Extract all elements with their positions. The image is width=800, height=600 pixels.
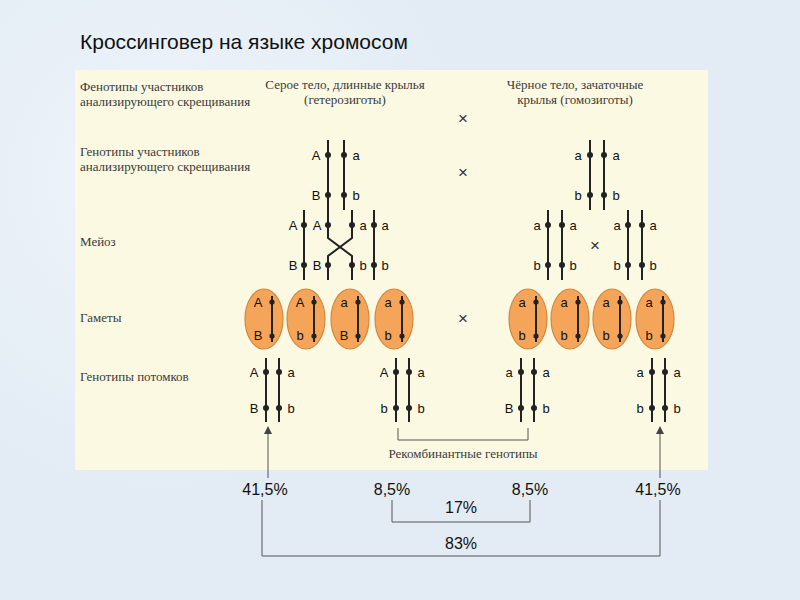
allele-letter: a: [602, 296, 609, 309]
allele-letter: a: [613, 219, 620, 232]
slide-title: Кроссинговер на языке хромосом: [80, 30, 408, 54]
cross-sign: ×: [590, 237, 600, 254]
allele-letter: a: [645, 296, 652, 309]
gamete-cell: aB: [330, 288, 370, 350]
row-label: Гаметы: [80, 311, 260, 326]
allele-letter: b: [533, 259, 540, 272]
allele-letter: A: [289, 219, 298, 232]
phenotype-header: Серое тело, длинные крылья (гетерозиготы…: [265, 78, 425, 108]
row-label: Генотипы участников анализирующего скрещ…: [80, 145, 260, 175]
allele-letter: A: [313, 219, 322, 232]
allele-letter: A: [312, 149, 321, 162]
allele-letter: b: [613, 259, 620, 272]
allele-letter: B: [505, 402, 514, 415]
allele-letter: B: [340, 329, 349, 342]
allele-letter: b: [518, 329, 525, 342]
allele-letter: a: [560, 296, 567, 309]
row-label: Мейоз: [80, 235, 260, 250]
gamete-cell: ab: [508, 288, 548, 350]
allele-letter: a: [569, 219, 576, 232]
allele-letter: b: [574, 189, 581, 202]
allele-letter: a: [636, 366, 643, 379]
allele-letter: b: [381, 259, 388, 272]
percentage-label: 83%: [442, 535, 480, 553]
allele-letter: b: [560, 329, 567, 342]
cross-sign: ×: [458, 110, 468, 127]
percentage-label: 41,5%: [632, 481, 683, 499]
cross-sign: ×: [458, 310, 468, 327]
allele-letter: b: [542, 402, 549, 415]
allele-letter: b: [649, 259, 656, 272]
allele-letter: b: [569, 259, 576, 272]
gamete-cell: ab: [374, 288, 414, 350]
cross-sign: ×: [458, 164, 468, 181]
phenotype-header: Чёрное тело, зачаточные крылья (гомозиго…: [495, 78, 655, 108]
allele-letter: A: [296, 296, 305, 309]
allele-letter: b: [673, 402, 680, 415]
allele-letter: b: [296, 329, 303, 342]
allele-letter: a: [574, 149, 581, 162]
allele-letter: a: [505, 366, 512, 379]
allele-letter: B: [312, 189, 321, 202]
allele-letter: B: [289, 259, 298, 272]
allele-letter: b: [380, 402, 387, 415]
allele-letter: a: [417, 366, 424, 379]
allele-letter: B: [254, 329, 263, 342]
allele-letter: a: [542, 366, 549, 379]
allele-letter: b: [384, 329, 391, 342]
allele-letter: a: [340, 296, 347, 309]
allele-letter: b: [417, 402, 424, 415]
allele-letter: a: [649, 219, 656, 232]
gamete-ellipse: [550, 288, 590, 350]
gamete-cell: AB: [244, 288, 284, 350]
bracket-label: Рекомбинантные генотипы: [388, 446, 537, 462]
allele-letter: b: [645, 329, 652, 342]
gamete-ellipse: [244, 288, 284, 350]
gamete-ellipse: [286, 288, 326, 350]
allele-letter: a: [518, 296, 525, 309]
percentage-label: 17%: [442, 499, 480, 517]
allele-letter: A: [380, 366, 389, 379]
gamete-ellipse: [592, 288, 632, 350]
gamete-cell: ab: [550, 288, 590, 350]
row-label: Генотипы потомков: [80, 370, 260, 385]
allele-letter: B: [250, 402, 259, 415]
allele-letter: b: [352, 189, 359, 202]
gamete-ellipse: [508, 288, 548, 350]
allele-letter: b: [359, 259, 366, 272]
allele-letter: a: [359, 219, 366, 232]
gamete-cell: Ab: [286, 288, 326, 350]
allele-letter: b: [602, 329, 609, 342]
allele-letter: a: [352, 149, 359, 162]
allele-letter: a: [673, 366, 680, 379]
percentage-label: 8,5%: [371, 481, 413, 499]
gamete-cell: ab: [592, 288, 632, 350]
percentage-label: 8,5%: [509, 481, 551, 499]
allele-letter: a: [381, 219, 388, 232]
gamete-ellipse: [374, 288, 414, 350]
allele-letter: b: [287, 402, 294, 415]
allele-letter: A: [250, 366, 259, 379]
gamete-ellipse: [635, 288, 675, 350]
percentage-label: 41,5%: [239, 481, 290, 499]
allele-letter: a: [612, 149, 619, 162]
row-label: Фенотипы участников анализирующего скрещ…: [80, 80, 260, 110]
gamete-ellipse: [330, 288, 370, 350]
allele-letter: a: [384, 296, 391, 309]
gamete-cell: ab: [635, 288, 675, 350]
table-panel: [75, 70, 708, 470]
allele-letter: A: [254, 296, 263, 309]
allele-letter: a: [287, 366, 294, 379]
allele-letter: B: [313, 259, 322, 272]
allele-letter: b: [636, 402, 643, 415]
allele-letter: a: [533, 219, 540, 232]
allele-letter: b: [612, 189, 619, 202]
